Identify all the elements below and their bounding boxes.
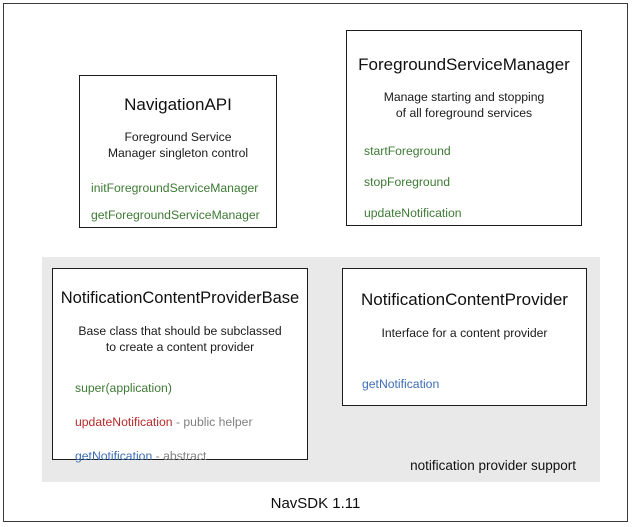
member-row[interactable]: getNotification - abstract xyxy=(75,449,307,464)
member-name: startForeground xyxy=(364,143,451,158)
member-row[interactable]: initForegroundServiceManager xyxy=(91,181,276,196)
class-title-notification-content-provider: NotificationContentProvider xyxy=(361,290,568,309)
class-title-notification-content-provider-base: NotificationContentProviderBase xyxy=(60,289,300,307)
member-row[interactable]: updateNotification xyxy=(364,206,581,221)
class-description-line: Interface for a content provider xyxy=(381,326,548,341)
member-row[interactable]: startForeground xyxy=(364,144,581,159)
class-title-navigation-api: NavigationAPI xyxy=(124,95,232,114)
member-list-navigation-api: initForegroundServiceManager getForegrou… xyxy=(80,181,276,224)
member-name: initForegroundServiceManager xyxy=(91,180,259,195)
member-note: - abstract xyxy=(152,449,207,464)
member-name: getNotification xyxy=(362,377,440,392)
member-list-foreground-service-manager: startForeground stopForeground updateNot… xyxy=(347,144,581,222)
class-box-navigation-api[interactable]: NavigationAPI Foreground Service Manager… xyxy=(79,75,277,228)
class-box-notification-content-provider[interactable]: NotificationContentProvider Interface fo… xyxy=(342,268,587,406)
member-row[interactable]: stopForeground xyxy=(364,175,581,190)
class-description-line: to create a content provider xyxy=(105,339,255,354)
class-box-notification-content-provider-base[interactable]: NotificationContentProviderBase Base cla… xyxy=(52,268,308,463)
member-name: stopForeground xyxy=(364,174,451,189)
member-note: - public helper xyxy=(172,415,253,430)
member-row[interactable]: getForegroundServiceManager xyxy=(91,208,276,223)
class-box-foreground-service-manager[interactable]: ForegroundServiceManager Manage starting… xyxy=(346,30,582,226)
class-description-line: Manager singleton control xyxy=(107,146,249,161)
member-name: updateNotification xyxy=(75,415,173,430)
member-list-notification-content-provider-base: super(application) updateNotification - … xyxy=(53,381,307,465)
class-description-line: Base class that should be subclassed xyxy=(78,323,282,338)
class-description-line: Manage starting and stopping xyxy=(383,90,545,105)
member-name: super(application) xyxy=(75,380,172,395)
member-row[interactable]: getNotification xyxy=(362,377,586,392)
member-row[interactable]: updateNotification - public helper xyxy=(75,415,307,430)
diagram-outer-frame: notification provider support Navigation… xyxy=(3,3,628,522)
class-description-notification-content-provider: Interface for a content provider xyxy=(343,325,586,341)
class-description-foreground-service-manager: Manage starting and stopping of all fore… xyxy=(347,89,581,121)
class-title-foreground-service-manager: ForegroundServiceManager xyxy=(358,55,570,74)
member-name: getForegroundServiceManager xyxy=(91,207,260,222)
member-list-notification-content-provider: getNotification xyxy=(343,377,586,392)
group-panel-label: notification provider support xyxy=(410,458,576,473)
class-description-notification-content-provider-base: Base class that should be subclassed to … xyxy=(53,323,307,355)
class-description-navigation-api: Foreground Service Manager singleton con… xyxy=(80,129,276,161)
member-row[interactable]: super(application) xyxy=(75,381,307,396)
class-description-line: Foreground Service xyxy=(124,130,232,145)
member-name: getNotification xyxy=(75,449,153,464)
class-description-line: of all foreground services xyxy=(395,106,533,121)
diagram-caption: NavSDK 1.11 xyxy=(270,495,361,512)
member-name: updateNotification xyxy=(364,206,462,221)
